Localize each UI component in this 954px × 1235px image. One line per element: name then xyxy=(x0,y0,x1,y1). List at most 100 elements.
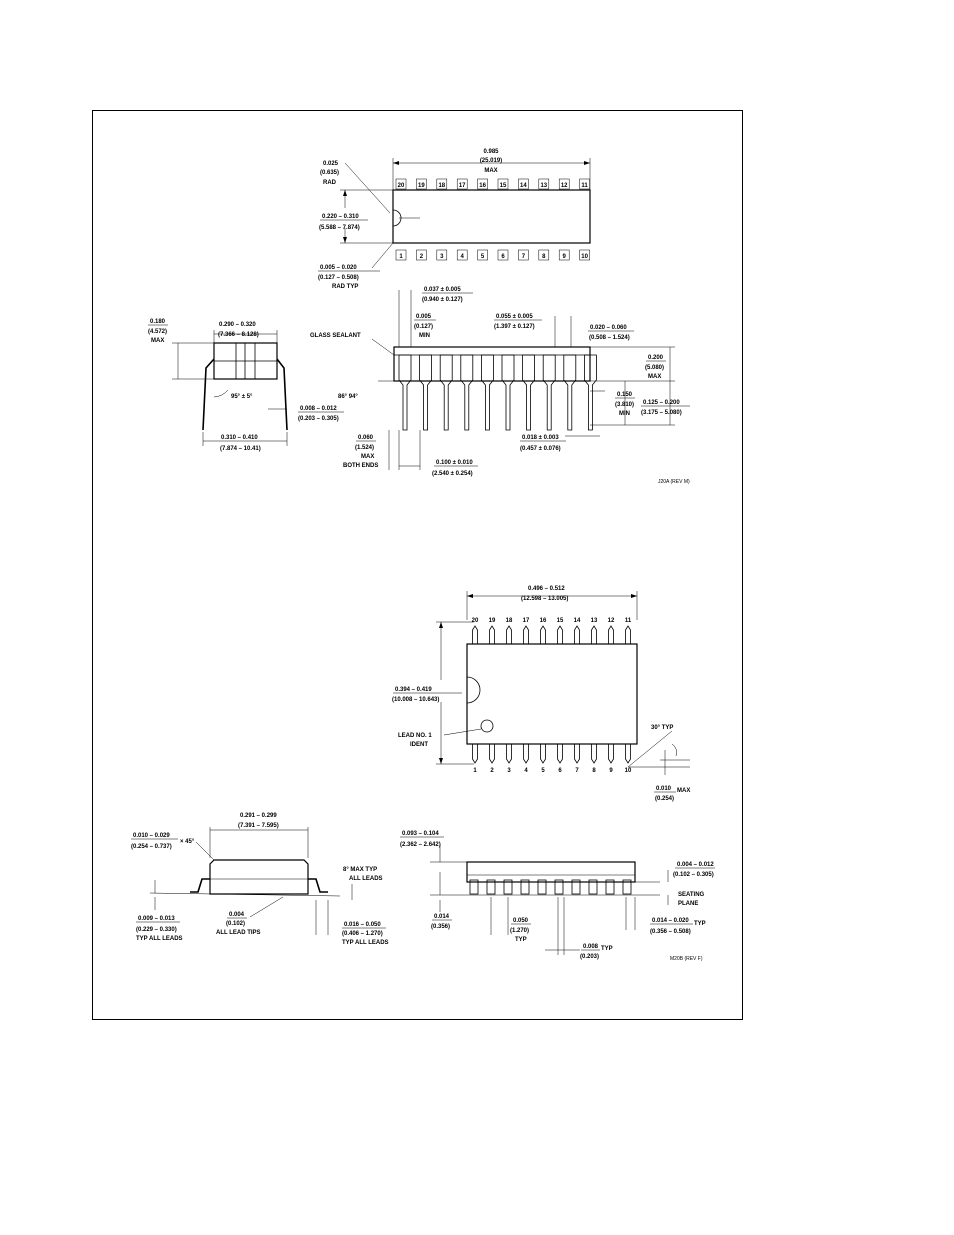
dip-lead-w-b: (0.457 ± 0.076) xyxy=(520,446,561,452)
soic-side-lead xyxy=(622,879,632,895)
soic-pitch-a: 0.050 xyxy=(513,918,529,924)
dip-corner-rad-a: 0.005 – 0.020 xyxy=(320,265,357,271)
dip-corner-rad-c: RAD TYP xyxy=(332,284,358,290)
dip-lead-thick-a: 0.008 – 0.012 xyxy=(300,406,337,412)
soic-standoff-b: (0.102 – 0.305) xyxy=(673,872,714,878)
soic-top-lead xyxy=(608,625,614,644)
soic-lead-008-b: (0.203) xyxy=(580,954,599,960)
dip-bottom-pin-box xyxy=(518,249,529,261)
soic-length-b: (12.598 – 13.005) xyxy=(521,596,568,602)
dip-top-pin-number: 12 xyxy=(561,183,568,189)
dip-width-a: 0.220 – 0.310 xyxy=(322,214,359,220)
soic-bottom-lead xyxy=(625,744,631,764)
soic-bottom-lead xyxy=(608,744,614,764)
dip-top-pin-number: 19 xyxy=(418,183,425,189)
dip-standoff-a: 0.020 – 0.060 xyxy=(590,325,627,331)
soic-top-lead xyxy=(489,625,495,644)
soic-bottom-pin-number: 3 xyxy=(507,768,511,774)
dip-side-lead xyxy=(584,354,597,431)
dip-bottom-pin-box xyxy=(436,249,448,261)
soic-end-body xyxy=(209,859,309,895)
soic-bottom-pin-number: 10 xyxy=(625,768,632,774)
soic-bottom-lead xyxy=(489,744,495,764)
soic-top-pin-number: 18 xyxy=(506,618,513,624)
soic-lead-w-c: TYP xyxy=(694,921,706,927)
dip-bottom-pin-box xyxy=(558,249,570,261)
dip-body-h-c: MAX xyxy=(648,374,661,380)
soic-max-angle-a: 8° MAX TYP xyxy=(343,867,377,873)
dip-width-b: (5.588 – 7.874) xyxy=(319,225,360,231)
soic-top-lead xyxy=(625,625,631,644)
soic-height-a: 0.093 – 0.104 xyxy=(402,831,439,837)
dip-side-lead xyxy=(542,354,556,431)
soic-tips-c: ALL LEAD TIPS xyxy=(216,930,261,936)
dip-top-pin-box xyxy=(456,178,468,190)
dip-side-lead xyxy=(460,354,474,431)
soic-width-b: (10.008 – 10.643) xyxy=(392,697,439,703)
soic-side-lead xyxy=(503,879,513,895)
dip-seat-min-c: MIN xyxy=(619,411,630,417)
soic-side-lead xyxy=(605,879,615,895)
dip-bottom-pin-box xyxy=(538,249,550,261)
dip-lead-w2-a: 0.055 ± 0.005 xyxy=(496,314,533,320)
dip-top-pin-box xyxy=(579,178,590,190)
soic-seating-a: SEATING xyxy=(678,892,705,898)
dip-side-lead xyxy=(439,354,453,431)
soic-foot-b: (0.406 – 1.270) xyxy=(342,931,383,937)
soic-top-pin-number: 19 xyxy=(489,618,496,624)
soic-bottom-lead xyxy=(506,744,512,764)
dip-bottom-pin-box xyxy=(497,249,509,261)
soic-top-pin-number: 14 xyxy=(574,618,581,624)
soic-top-pin-number: 16 xyxy=(540,618,547,624)
dip-top-pin-box xyxy=(416,178,427,190)
soic-bottom-lead xyxy=(574,744,580,764)
dip-bottom-pin-number: 3 xyxy=(440,254,444,260)
soic-side-lead xyxy=(537,879,547,895)
dip-bottom-pin-number: 6 xyxy=(501,254,505,260)
dip-top-pin-number: 16 xyxy=(479,183,486,189)
dip-min005-b: (0.127) xyxy=(414,324,433,330)
soic-height-b: (2.362 – 2.642) xyxy=(400,842,441,848)
dip-top-pin-number: 18 xyxy=(438,183,445,189)
dip-end-view: 0.290 – 0.320 (7.366 – 8.128) 0.180 (4.5… xyxy=(148,319,344,452)
soic-bottom-pin-number: 4 xyxy=(524,768,528,774)
soic-lead-thick-b: (0.229 – 0.330) xyxy=(136,927,177,933)
dip-ref: J20A (REV M) xyxy=(658,479,690,485)
soic-bottom-lead xyxy=(472,744,478,764)
soic-bottom-lead xyxy=(523,744,529,764)
soic-top-pin-number: 17 xyxy=(523,618,530,624)
soic-side-lead xyxy=(486,879,496,895)
soic-seating-b: PLANE xyxy=(678,901,698,907)
soic-top-pin-number: 12 xyxy=(608,618,615,624)
soic-top-pin-number: 13 xyxy=(591,618,598,624)
soic-side-view: 0.093 – 0.104 (2.362 – 2.642) 0.004 – 0.… xyxy=(400,831,715,962)
dip-bottom-pin-number: 7 xyxy=(522,254,526,260)
soic-top-pin-number: 11 xyxy=(625,618,632,624)
soic-lead1-a: LEAD NO. 1 xyxy=(398,733,432,739)
dip-top-pin-number: 13 xyxy=(540,183,547,189)
soic-side-lead xyxy=(588,879,598,895)
soic-lead-008-a: 0.008 xyxy=(583,944,599,950)
drawing-frame xyxy=(92,110,743,1020)
dip-side-lead xyxy=(522,354,535,431)
soic-chamfer-c: × 45° xyxy=(180,839,195,845)
dip-min005-c: MIN xyxy=(419,333,430,339)
soic-lead-w-b: (0.356 – 0.508) xyxy=(650,929,691,935)
dip-end-height-a: 0.180 xyxy=(150,319,166,325)
dip-lead-len-b: (3.175 – 5.080) xyxy=(641,410,682,416)
dip-side-lead xyxy=(501,354,515,431)
soic-side-body xyxy=(466,861,636,883)
dip-end-width-b: (7.366 – 8.128) xyxy=(218,332,259,338)
dip-pitch-b: (2.540 ± 0.254) xyxy=(432,471,473,477)
dip-top-pin-box xyxy=(477,178,488,190)
soic-min014-a: 0.014 xyxy=(434,914,450,920)
dip-seat-min-b: (3.810) xyxy=(615,402,634,408)
dip-top-pin-number: 15 xyxy=(500,183,507,189)
soic-bottom-pin-number: 7 xyxy=(575,768,579,774)
soic-lead1-b: IDENT xyxy=(410,742,428,748)
soic-lead1-dot xyxy=(480,719,494,733)
dip-notch-rad-b: (0.635) xyxy=(320,170,339,176)
dip-length-a: 0.985 xyxy=(483,149,499,155)
dip-bottom-pin-box xyxy=(395,249,407,261)
soic-bottom-pin-number: 2 xyxy=(490,768,494,774)
